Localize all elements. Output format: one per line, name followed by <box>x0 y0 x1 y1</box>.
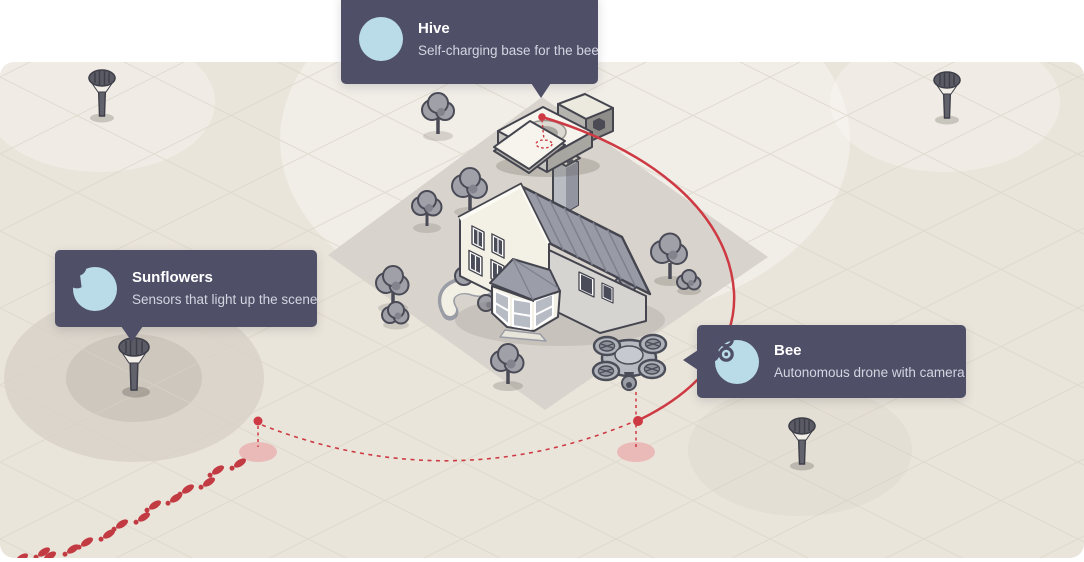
sunflower-sensor-top-left <box>88 69 116 123</box>
sunflower-sensor-bottom-right <box>788 417 816 471</box>
drone-rotors <box>591 333 668 382</box>
hex-port <box>593 118 605 131</box>
tooltip-sunflowers: Sunflowers Sensors that light up the sce… <box>55 250 318 342</box>
tooltip-title: Hive <box>418 19 450 37</box>
hive-icon-bubble <box>344 0 403 61</box>
sunflower-sensor-top-right <box>933 71 961 125</box>
house-icon <box>344 0 364 16</box>
tooltip-description: Self-charging base for the bee <box>418 42 599 58</box>
sunflower-sensor-main[interactable] <box>118 337 150 398</box>
ground-dashed-path <box>261 421 634 462</box>
pink-spot-left <box>239 442 277 462</box>
drone-canopy <box>614 345 644 365</box>
tooltip-description: Sensors that light up the scene <box>132 292 318 308</box>
trace-dot-left <box>253 416 263 426</box>
roof-seams <box>534 192 637 288</box>
bee-drone[interactable] <box>591 333 668 391</box>
tooltip-bee: Bee Autonomous drone with camera <box>683 325 966 398</box>
house <box>455 150 665 346</box>
hive-open-lid <box>493 120 566 170</box>
footprints <box>16 458 246 558</box>
bay-roof <box>489 258 561 301</box>
gable-windows <box>468 225 505 286</box>
tooltip-pointer-left <box>683 350 698 370</box>
tooltip-title: Sunflowers <box>132 269 213 287</box>
intruder-trace <box>16 392 655 558</box>
tooltip-title: Bee <box>774 342 802 360</box>
flight-path-end-dot <box>633 416 643 426</box>
tree <box>650 232 688 286</box>
sunflower-icon-bubble <box>67 257 117 311</box>
bee-icon-bubble <box>704 332 759 384</box>
bush <box>381 301 410 330</box>
tooltip-hive: Hive Self-charging base for the bee <box>341 0 599 98</box>
tooltip-pointer-down <box>531 83 551 98</box>
bee-flight-path <box>541 115 736 421</box>
tooltip-description: Autonomous drone with camera <box>774 365 965 381</box>
tree <box>411 190 443 233</box>
pink-spot-right <box>617 442 655 462</box>
tree <box>490 343 525 391</box>
tooltip-pointer-down <box>121 326 143 342</box>
tree <box>421 92 455 141</box>
bay-window <box>489 258 561 332</box>
front-step <box>499 329 547 342</box>
side-windows <box>578 271 614 304</box>
hive[interactable] <box>493 93 614 177</box>
sunflower-icon <box>67 257 87 289</box>
quadcopter-icon <box>704 332 734 362</box>
bush <box>676 269 702 295</box>
